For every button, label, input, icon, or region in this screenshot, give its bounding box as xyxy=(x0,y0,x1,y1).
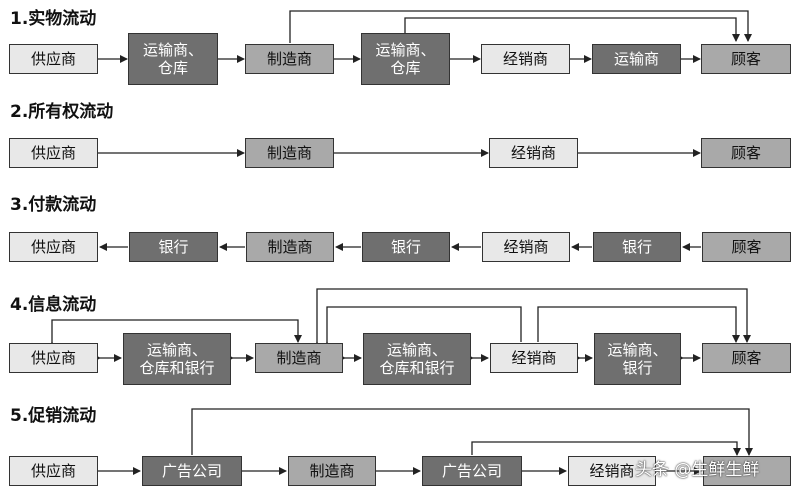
arrow-s1-warehouse-customer xyxy=(404,17,740,42)
s2-manufacturer-box: 制造商 xyxy=(245,138,334,168)
arrow-s5-agency2-customer xyxy=(471,441,741,456)
section-title-payment-flow: 3.付款流动 xyxy=(10,195,97,215)
s4-transport-warehouse-bank-box: 运输商、 仓库和银行 xyxy=(123,333,231,385)
s3-bank-box-2: 银行 xyxy=(362,232,450,262)
s3-supplier-box: 供应商 xyxy=(9,232,98,262)
s1-supplier-box: 供应商 xyxy=(9,44,98,74)
s3-customer-box: 顾客 xyxy=(702,232,791,262)
s1-dealer-box: 经销商 xyxy=(481,44,570,74)
watermark: 头条 @生鲜生鲜 xyxy=(635,460,760,480)
s2-dealer-box: 经销商 xyxy=(489,138,578,168)
s3-dealer-box: 经销商 xyxy=(482,232,570,262)
s4-manufacturer-box: 制造商 xyxy=(255,343,343,373)
arrow-s4-dealer-customer xyxy=(537,306,740,343)
s5-ad-agency-box: 广告公司 xyxy=(142,456,242,486)
s2-supplier-box: 供应商 xyxy=(9,138,98,168)
s5-manufacturer-box: 制造商 xyxy=(288,456,376,486)
s4-transport-warehouse-bank-box-2: 运输商、 仓库和银行 xyxy=(363,333,471,385)
s1-manufacturer-box: 制造商 xyxy=(245,44,334,74)
s2-customer-box: 顾客 xyxy=(701,138,791,168)
section-title-promotion-flow: 5.促销流动 xyxy=(10,406,97,426)
arrow-s4-manufacturer-dealer xyxy=(323,306,522,349)
s1-transport-warehouse-box: 运输商、 仓库 xyxy=(128,33,218,85)
s5-ad-agency-box-2: 广告公司 xyxy=(422,456,522,486)
s4-dealer-box: 经销商 xyxy=(490,343,578,373)
s1-customer-box: 顾客 xyxy=(701,44,791,74)
s3-bank-box-3: 银行 xyxy=(593,232,681,262)
s5-dealer-box: 经销商 xyxy=(568,456,656,486)
s4-supplier-box: 供应商 xyxy=(9,343,98,373)
s5-supplier-box: 供应商 xyxy=(9,456,98,486)
section-title-physical-flow: 1.实物流动 xyxy=(10,9,97,29)
arrow-s1-manufacturer-customer xyxy=(289,10,752,43)
s5-customer-box xyxy=(703,456,791,486)
arrow-s4-supplier-manufacturer xyxy=(48,319,302,349)
arrow-s4-manufacturer-customer xyxy=(313,288,751,349)
s4-carrier-bank-box: 运输商、 银行 xyxy=(594,333,681,385)
s1-transport-warehouse-box-2: 运输商、 仓库 xyxy=(361,33,450,85)
section-title-ownership-flow: 2.所有权流动 xyxy=(10,102,114,122)
arrow-s5-agency-customer xyxy=(191,408,753,456)
s3-bank-box: 银行 xyxy=(129,232,218,262)
section-title-information-flow: 4.信息流动 xyxy=(10,295,97,315)
s1-carrier-box: 运输商 xyxy=(592,44,681,74)
s3-manufacturer-box: 制造商 xyxy=(246,232,334,262)
s4-customer-box: 顾客 xyxy=(702,343,791,373)
